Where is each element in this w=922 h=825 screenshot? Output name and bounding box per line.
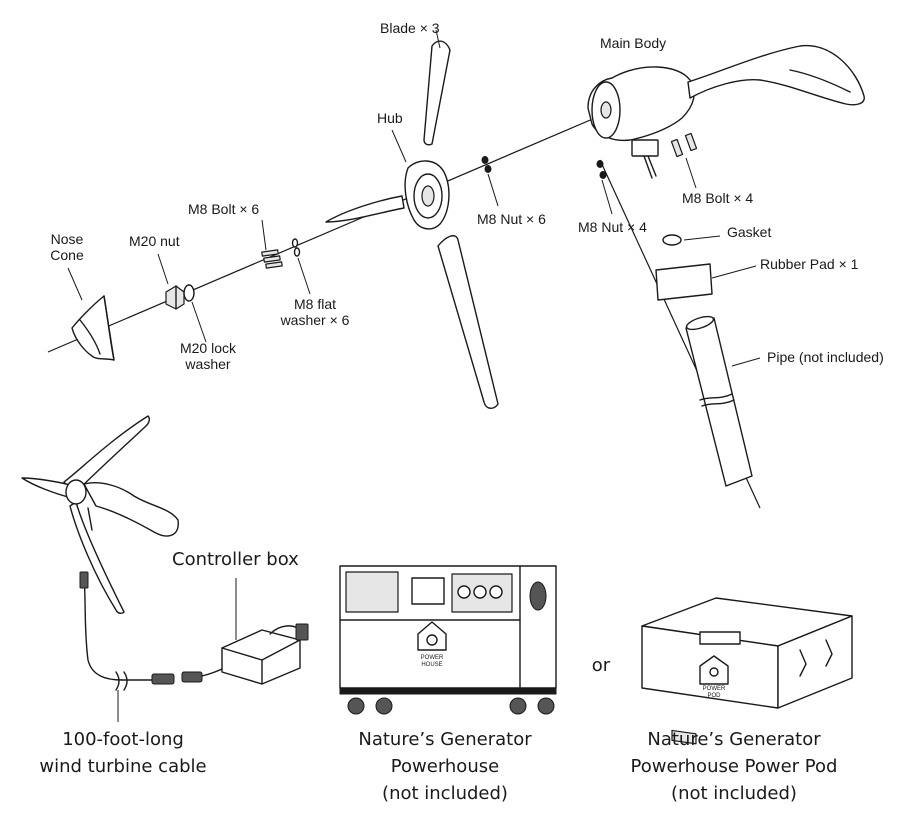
label-m20-lock-washer-line2: washer — [185, 356, 231, 372]
m8-bolt-6-part — [261, 249, 283, 269]
m8-nut-6-part — [481, 156, 492, 173]
label-m20-lock-washer: M20 lock washer — [168, 340, 248, 372]
caption-powerhouse-line2: Powerhouse — [390, 756, 500, 777]
caption-power-pod: Nature’s Generator Powerhouse Power Pod … — [624, 726, 844, 807]
label-m8-nut-4: M8 Nut × 4 — [578, 219, 647, 235]
power-pod-device: POWER POD — [641, 597, 853, 745]
label-pipe: Pipe (not included) — [767, 349, 884, 365]
turbine-cable — [79, 571, 225, 722]
main-body-part — [587, 44, 865, 179]
nose-cone-part — [71, 295, 115, 361]
label-m20-lock-washer-line1: M20 lock — [179, 340, 237, 356]
caption-power-pod-line3: (not included) — [671, 783, 797, 804]
label-m8-bolt-4: M8 Bolt × 4 — [682, 190, 754, 206]
label-m8-flat-washer: M8 flat washer × 6 — [272, 296, 358, 328]
label-hub: Hub — [377, 110, 403, 126]
gasket-part — [662, 234, 682, 246]
label-m8-nut-6: M8 Nut × 6 — [477, 211, 546, 227]
caption-cable-line2: wind turbine cable — [39, 756, 207, 777]
powerhouse-logo-line2: HOUSE — [421, 662, 442, 668]
label-main-body: Main Body — [600, 35, 667, 51]
label-controller-box: Controller box — [172, 549, 299, 570]
label-m8-flat-washer-line2: washer × 6 — [280, 312, 350, 328]
pipe-part — [685, 315, 753, 487]
powerpod-logo-line1: POWER — [703, 686, 726, 692]
label-nose-cone-line1: Nose — [50, 231, 84, 247]
label-or: or — [591, 655, 611, 676]
powerhouse-device: POWER HOUSE — [339, 565, 557, 715]
label-m20-nut: M20 nut — [129, 233, 180, 249]
caption-powerhouse: Nature’s Generator Powerhouse (not inclu… — [340, 726, 550, 807]
caption-cable-line1: 100-foot-long — [62, 729, 184, 750]
m8-flat-washer-part — [291, 238, 301, 257]
hub-part — [404, 160, 450, 230]
powerhouse-logo-line1: POWER — [421, 655, 444, 661]
label-nose-cone-line2: Cone — [50, 247, 84, 263]
caption-powerhouse-line3: (not included) — [382, 783, 508, 804]
rubber-pad-part — [655, 263, 713, 301]
assembled-turbine — [21, 415, 179, 615]
caption-cable: 100-foot-long wind turbine cable — [28, 726, 218, 780]
label-m8-flat-washer-line1: M8 flat — [293, 296, 336, 312]
powerpod-logo-line2: POD — [707, 693, 721, 699]
label-rubber-pad: Rubber Pad × 1 — [760, 256, 859, 272]
m20-lock-washer-part — [183, 284, 195, 302]
label-gasket: Gasket — [727, 224, 772, 240]
caption-power-pod-line2: Powerhouse Power Pod — [630, 756, 838, 777]
blade-left — [325, 195, 405, 223]
m20-nut-part — [165, 285, 185, 310]
label-nose-cone: Nose Cone — [44, 231, 90, 263]
leader-lines — [67, 29, 761, 367]
m8-nut-4-part — [596, 160, 607, 179]
controller-box-device — [221, 578, 309, 685]
assembly-axis — [47, 114, 603, 353]
blade-upper — [423, 40, 451, 146]
label-blade: Blade × 3 — [380, 20, 440, 36]
m8-bolt-4-part — [670, 132, 698, 158]
blade-lower — [437, 235, 499, 409]
caption-powerhouse-line1: Nature’s Generator — [358, 729, 532, 750]
label-m8-bolt-6: M8 Bolt × 6 — [188, 201, 260, 217]
caption-power-pod-line1: Nature’s Generator — [647, 729, 821, 750]
